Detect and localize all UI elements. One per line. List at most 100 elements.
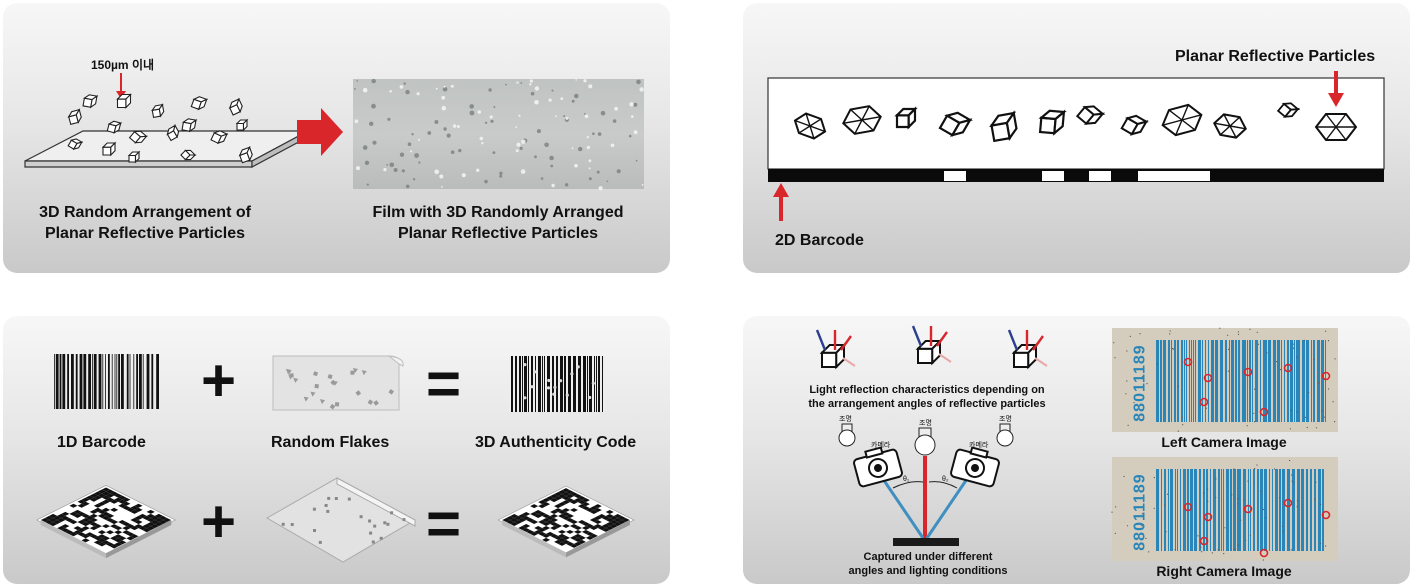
particle-cube [228,97,243,116]
cube-face [113,121,122,134]
barcode-bar [515,356,517,412]
sheet-flake [312,507,316,511]
barcode-bar [583,356,586,412]
noise-dot [1237,333,1240,335]
barcode-bar [535,356,536,412]
barcode-bar [1223,469,1224,551]
film-dot [354,119,359,123]
noise-dot [1319,542,1322,544]
cube-face [72,141,83,150]
film-dot [427,131,432,135]
qr-module [150,524,159,529]
sheet-flake [379,536,383,540]
film-dot [371,78,376,84]
film-dot [399,85,404,89]
barcode-bar [67,354,69,409]
flake-highlight [591,381,595,385]
barcode-bar [1269,469,1270,551]
qr-module [114,530,123,535]
flake-highlight [552,392,556,396]
film-dot [401,169,405,173]
barcode-bar [1175,469,1176,551]
barcode-bar [1160,340,1162,422]
noise-dot [1199,405,1201,407]
barcode-bar [1260,340,1261,422]
hexagon-spoke [809,118,822,127]
sheet-flake-marks [281,496,406,544]
hexagon-spoke [1168,109,1183,121]
film-dot [530,91,535,96]
flake-mark [289,373,294,378]
particle-cube [938,111,973,137]
film-dot [456,125,460,128]
qr-module [609,516,618,520]
noise-dot [1289,428,1291,430]
film-dot [584,114,589,119]
barcode-bar [118,354,120,409]
barcode-bar [1168,469,1169,551]
barcode-bar [1225,340,1227,422]
barcode-bar [1310,469,1312,551]
film-dot [636,79,641,85]
particle-cube [67,108,82,126]
panel-random-arrangement: 150µm 이내 3D Random Arrangement of Planar… [3,3,670,273]
film-dot [499,174,503,178]
noise-dot [1291,480,1293,482]
film-dot [434,169,439,175]
noise-dot [1114,532,1116,534]
film-dot [484,179,488,184]
barcode-bar [133,354,135,409]
light-bulb-icon [914,427,936,456]
flake-mark [352,367,358,373]
flake-mark [303,396,309,402]
film-dot [492,151,496,154]
film-dot [548,98,552,102]
qr-module [577,520,586,524]
noise-dot [1164,504,1166,506]
cube-face [950,118,973,137]
noise-dot [1237,503,1239,505]
flake-marker [1283,498,1293,508]
barcode-bar [79,354,83,409]
barcode-bar [1190,469,1193,551]
flake-mark [319,399,325,405]
film-dot [583,113,586,115]
hexagon-spoke [1325,126,1337,141]
noise-dot [1219,327,1221,329]
noise-dot [1169,333,1171,335]
barcode-bar [573,356,576,412]
barcode-bar [1170,469,1173,551]
noise-dot [1207,500,1209,502]
barcode-bar [1284,340,1285,422]
barcode-bar [522,356,523,412]
noise-dot [1156,363,1158,365]
noise-dot [1254,468,1256,470]
barcode-bar [126,354,129,409]
film-dot [410,150,413,153]
sheet-flake [402,518,406,522]
noise-dot [1234,548,1236,550]
film-dot [469,104,474,109]
hexagon-spoke [850,108,863,121]
barcode-bar [156,354,159,409]
film-dot [578,146,583,152]
film-dot [639,87,644,92]
film-dot [469,110,475,116]
right-camera-barcode [1111,459,1331,561]
barcode-bar [1272,469,1273,551]
flake-mark [313,371,319,377]
film-dot [443,127,447,131]
barcode-bar [151,354,154,409]
sheet-flake [281,522,285,526]
barcode-bar [1221,469,1222,551]
barcode-bar [1220,340,1223,422]
noise-dot [1306,426,1308,429]
barcode-bar [55,354,59,409]
1d-barcode-image [54,354,159,409]
noise-dot [1281,525,1284,527]
qr-module [522,527,531,532]
qr-module [61,511,70,516]
film-dot [560,97,564,100]
flake-highlight [533,370,537,374]
film-dot [446,133,451,138]
